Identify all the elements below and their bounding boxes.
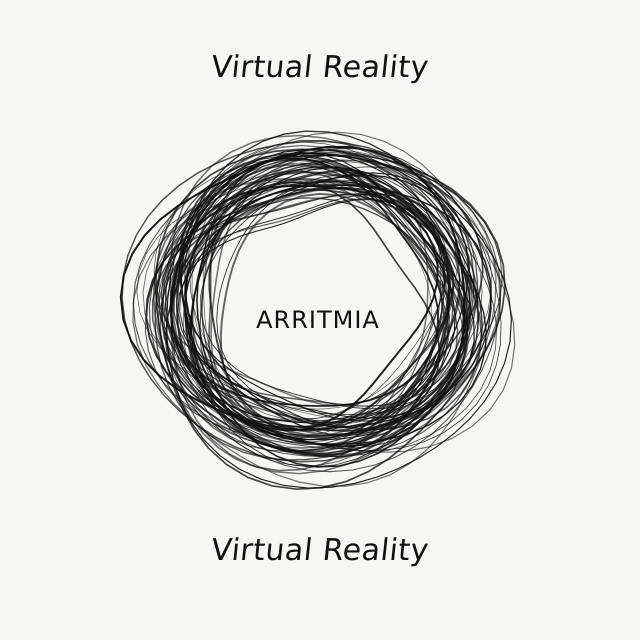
scribble-stroke (201, 197, 443, 432)
scribble-stroke (119, 145, 466, 448)
scribble-stroke (166, 148, 512, 489)
scribble-stroke (159, 139, 498, 458)
scribble-stroke (148, 151, 483, 456)
scribble-stroke (162, 159, 479, 446)
scribble-stroke (210, 164, 484, 439)
scribble-stroke (190, 163, 459, 407)
scribble-stroke (183, 178, 433, 410)
cover-center-label: ARRITMIA (256, 306, 380, 334)
scribble-stroke (170, 157, 450, 428)
cover-title-bottom: Virtual Reality (209, 533, 431, 568)
scribble-stroke (208, 170, 454, 431)
scribble-stroke (177, 198, 446, 429)
scribble-stroke (158, 193, 446, 445)
scribble-stroke (152, 177, 461, 472)
scribble-stroke (132, 152, 467, 454)
scribble-stroke (191, 149, 492, 439)
scribble-stroke (176, 130, 492, 437)
scribble-stroke (184, 141, 483, 443)
scribble-stroke (180, 184, 439, 432)
scribble-stroke (156, 170, 429, 407)
